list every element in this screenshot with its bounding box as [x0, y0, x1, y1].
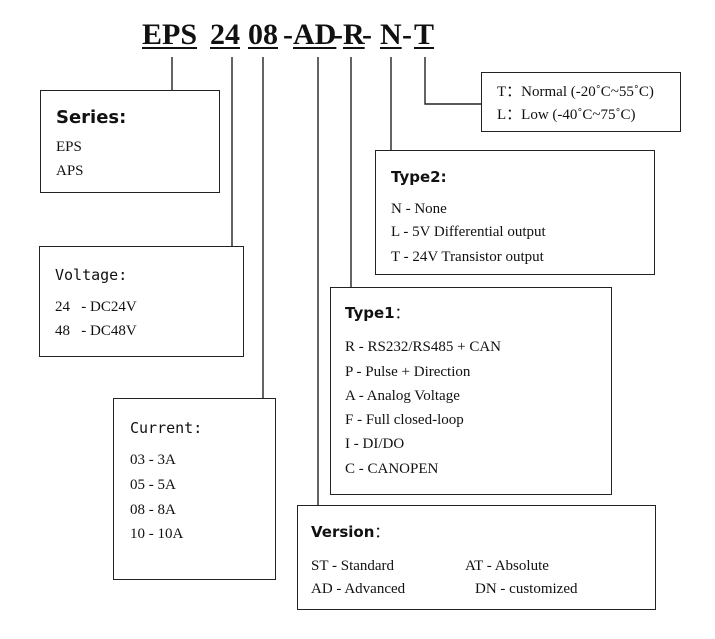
type2-none: N - None	[391, 201, 447, 217]
series-title: Series:	[56, 107, 127, 128]
voltage-title: Voltage:	[55, 266, 128, 284]
type1-box: Type1： R - RS232/RS485 + CAN P - Pulse +…	[330, 287, 612, 495]
type1-canopen: C - CANOPEN	[345, 461, 439, 477]
version-advanced: AD - Advanced	[311, 581, 406, 597]
temperature-box: T：Normal (-20˚C~55˚C) L：Low (-40˚C~75˚C)	[481, 72, 681, 132]
series-aps: APS	[56, 163, 84, 179]
current-8a: 08 - 8A	[130, 502, 176, 518]
version-title: Version：	[311, 523, 390, 541]
series-eps: EPS	[56, 139, 82, 155]
type1-title: Type1：	[345, 304, 410, 322]
voltage-box: Voltage: 24 - DC24V 48 - DC48V	[39, 246, 244, 357]
code-type1: R	[343, 18, 365, 51]
code-dash-2: -	[333, 18, 343, 51]
type1-analog: A - Analog Voltage	[345, 388, 460, 404]
voltage-24: 24 - DC24V	[55, 299, 137, 315]
code-voltage: 24	[210, 18, 240, 51]
type1-can: R - RS232/RS485 + CAN	[345, 339, 501, 355]
version-box: Version： ST - Standard AT - Absolute AD …	[297, 505, 656, 610]
connector-temperature	[424, 57, 482, 105]
type2-title: Type2:	[391, 168, 447, 186]
current-5a: 05 - 5A	[130, 477, 176, 493]
type1-dido: I - DI/DO	[345, 436, 405, 452]
current-3a: 03 - 3A	[130, 452, 176, 468]
current-10a: 10 - 10A	[130, 526, 184, 542]
current-box: Current: 03 - 3A 05 - 5A 08 - 8A 10 - 10…	[113, 398, 276, 580]
type1-closed-loop: F - Full closed-loop	[345, 412, 464, 428]
version-customized: DN - customized	[475, 581, 578, 597]
series-box: Series: EPS APS	[40, 90, 220, 193]
code-dash-4: -	[402, 18, 412, 51]
current-title: Current:	[130, 419, 203, 437]
code-temp: T	[414, 18, 435, 51]
code-current: 08	[248, 18, 278, 51]
type2-box: Type2: N - None L - 5V Differential outp…	[375, 150, 655, 275]
version-standard: ST - Standard	[311, 558, 395, 574]
version-absolute: AT - Absolute	[465, 558, 549, 574]
code-dash-1: -	[283, 18, 293, 51]
code-series: EPS	[142, 18, 198, 51]
type2-differential: L - 5V Differential output	[391, 224, 546, 240]
type1-pulse: P - Pulse + Direction	[345, 364, 471, 380]
code-version: AD	[293, 18, 337, 51]
temperature-normal: T：Normal (-20˚C~55˚C)	[497, 84, 654, 100]
type2-transistor: T - 24V Transistor output	[391, 249, 544, 265]
code-type2: N	[380, 18, 402, 51]
voltage-48: 48 - DC48V	[55, 323, 137, 339]
code-dash-3: -	[362, 18, 372, 51]
temperature-low: L：Low (-40˚C~75˚C)	[497, 107, 636, 123]
